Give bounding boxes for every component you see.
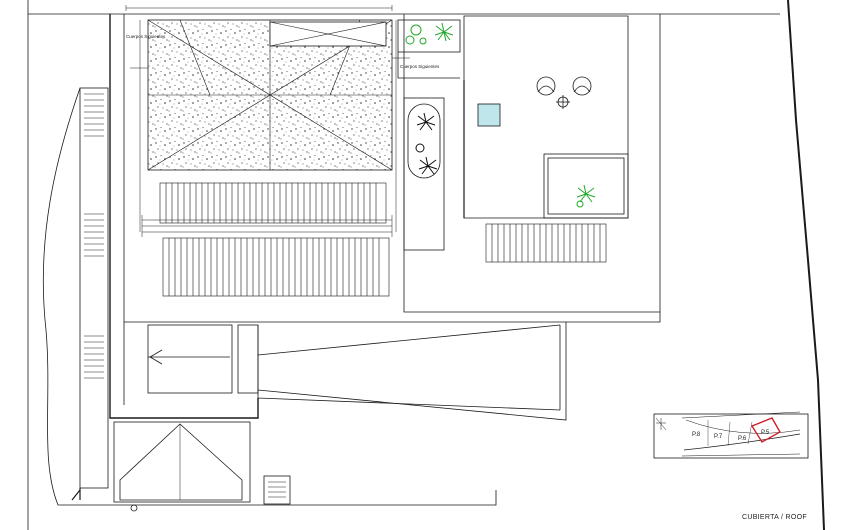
solar-panel-array-1 xyxy=(159,182,387,224)
planter-bed xyxy=(407,103,441,179)
key-plan xyxy=(653,411,809,459)
solar-panel-array-3 xyxy=(485,223,607,263)
pool-skylight xyxy=(477,103,501,127)
planter-palms xyxy=(415,112,438,175)
key-plan-plot-label: P.6 xyxy=(738,436,747,442)
shrub-icon xyxy=(576,200,584,208)
drawing-title: CUBIERTA / ROOF xyxy=(742,514,807,521)
left-curved-wall xyxy=(42,87,497,506)
palm-icon xyxy=(434,22,454,42)
corner-label-right: Cuerpos Siguientes xyxy=(400,64,440,69)
dimension-lines xyxy=(125,5,410,237)
palm-icon xyxy=(418,156,438,175)
palm-icon xyxy=(576,184,596,203)
upper-planter-box xyxy=(397,19,461,53)
key-plan-plot-label: P.7 xyxy=(714,434,723,440)
palm-icon xyxy=(416,112,436,131)
planter-strip xyxy=(403,97,445,251)
roof-step-outline xyxy=(403,14,660,313)
upper-terrace-edge xyxy=(397,52,460,79)
lounge-furniture xyxy=(536,76,592,109)
right-plot-boundary xyxy=(787,0,825,530)
shrub-icon xyxy=(405,24,427,45)
corner-label-top: Cuerpos Siguientes xyxy=(126,34,166,39)
terrace-planter-inner xyxy=(547,157,625,215)
key-plan-plot-label: P.5 xyxy=(761,430,770,436)
terrace-planter-box xyxy=(543,153,629,219)
left-stair-strip xyxy=(79,87,109,489)
entrance-structure xyxy=(71,421,291,512)
plant-icons xyxy=(405,22,596,208)
garage-ramp xyxy=(147,322,567,421)
main-roof-outline xyxy=(124,14,661,323)
shrub-icon xyxy=(415,143,425,153)
solar-panel-array-2 xyxy=(162,237,390,297)
key-plan-plot-label: P.8 xyxy=(692,432,701,438)
key-plan-highlighted-plot xyxy=(750,417,781,443)
